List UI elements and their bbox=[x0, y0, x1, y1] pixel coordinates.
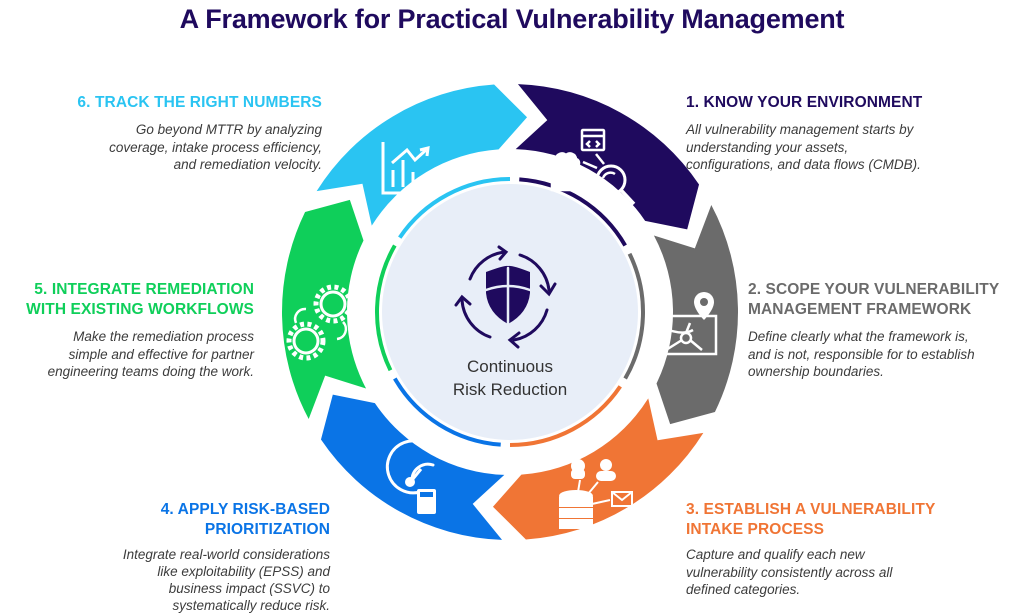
step-6-heading: 6. TRACK THE RIGHT NUMBERS bbox=[77, 94, 322, 111]
inner-arc-2 bbox=[623, 252, 645, 380]
ring-segment-3 bbox=[492, 398, 704, 540]
asset-discovery-magnifier-icon bbox=[550, 128, 636, 206]
desc-line: and remediation velocity. bbox=[173, 157, 322, 172]
center-label-line2: Risk Reduction bbox=[452, 380, 568, 399]
page-title: A Framework for Practical Vulnerability … bbox=[179, 4, 845, 34]
step-6: 6. TRACK THE RIGHT NUMBERS Go beyond MTT… bbox=[20, 93, 322, 174]
step-5: 5. INTEGRATE REMEDIATION WITH EXISTING W… bbox=[0, 280, 254, 381]
desc-line: business impact (SSVC) to bbox=[168, 581, 330, 596]
desc-line: Define clearly what the framework is, bbox=[748, 329, 969, 344]
step-1-heading: 1. KNOW YOUR ENVIRONMENT bbox=[686, 94, 923, 111]
desc-line: like exploitability (EPSS) and bbox=[157, 564, 330, 579]
center-label: Continuous Risk Reduction bbox=[410, 355, 610, 401]
desc-line: understanding your assets, bbox=[686, 139, 849, 155]
desc-line: coverage, intake process efficiency, bbox=[109, 139, 322, 155]
heading-line: 2. SCOPE YOUR VULNERABILITY bbox=[748, 281, 1000, 298]
step-2: 2. SCOPE YOUR VULNERABILITY MANAGEMENT F… bbox=[748, 280, 1024, 381]
desc-line: Capture and qualify each new bbox=[686, 547, 865, 562]
heading-line: MANAGEMENT FRAMEWORK bbox=[748, 301, 972, 318]
step-2-heading: 2. SCOPE YOUR VULNERABILITY MANAGEMENT F… bbox=[748, 280, 1024, 320]
step-4-heading: 4. APPLY RISK-BASED PRIORITIZATION bbox=[60, 500, 330, 540]
ring-segment-2 bbox=[653, 204, 738, 425]
step-5-description: Make the remediation process simple and … bbox=[0, 328, 254, 381]
heading-line: 4. APPLY RISK-BASED bbox=[160, 501, 330, 518]
desc-line: Go beyond MTTR by analyzing bbox=[135, 122, 322, 137]
gauge-calculator-icon bbox=[385, 439, 439, 514]
ring-segment-4 bbox=[320, 394, 505, 540]
heading-line: INTAKE PROCESS bbox=[686, 521, 825, 538]
inner-arc-5 bbox=[375, 244, 397, 372]
inner-arc-3 bbox=[509, 385, 622, 447]
step-4-description: Integrate real-world considerations like… bbox=[60, 546, 330, 614]
step-3: 3. ESTABLISH A VULNERABILITY INTAKE PROC… bbox=[686, 500, 996, 599]
step-5-heading: 5. INTEGRATE REMEDIATION WITH EXISTING W… bbox=[0, 280, 254, 320]
desc-line: defined categories. bbox=[686, 582, 801, 597]
heading-line: PRIORITIZATION bbox=[204, 521, 330, 538]
desc-line: and is not, responsible for to establish bbox=[748, 346, 975, 362]
chart-clock-icon bbox=[381, 142, 442, 195]
center-label-line1: Continuous bbox=[466, 357, 553, 376]
desc-line: Integrate real-world considerations bbox=[122, 547, 330, 562]
desc-line: simple and effective for partner bbox=[68, 346, 254, 362]
step-3-description: Capture and qualify each new vulnerabili… bbox=[686, 546, 996, 599]
desc-line: engineering teams doing the work. bbox=[47, 364, 254, 379]
desc-line: ownership boundaries. bbox=[748, 364, 884, 379]
step-1: 1. KNOW YOUR ENVIRONMENT All vulnerabili… bbox=[686, 93, 1016, 174]
step-4: 4. APPLY RISK-BASED PRIORITIZATION Integ… bbox=[60, 500, 330, 614]
database-intake-icon bbox=[559, 459, 633, 529]
inner-arc-6 bbox=[398, 177, 511, 239]
ring-segment-5 bbox=[282, 199, 367, 420]
step-6-description: Go beyond MTTR by analyzing coverage, in… bbox=[20, 121, 322, 174]
desc-line: configurations, and data flows (CMDB). bbox=[686, 157, 921, 172]
gears-workflow-icon bbox=[286, 284, 353, 361]
step-2-description: Define clearly what the framework is, an… bbox=[748, 328, 1024, 381]
step-1-description: All vulnerability management starts by u… bbox=[686, 121, 1016, 174]
ring-segments bbox=[282, 84, 738, 540]
heading-line: 3. ESTABLISH A VULNERABILITY bbox=[686, 501, 936, 518]
ring-segment-1 bbox=[515, 84, 700, 230]
heading-line: 5. INTEGRATE REMEDIATION bbox=[34, 281, 254, 298]
heading-line: WITH EXISTING WORKFLOWS bbox=[26, 301, 254, 318]
shield-cycle-icon bbox=[454, 245, 557, 349]
desc-line: systematically reduce risk. bbox=[172, 598, 330, 613]
desc-line: Make the remediation process bbox=[73, 329, 254, 344]
desc-line: All vulnerability management starts by bbox=[686, 122, 914, 137]
inner-arc-1 bbox=[519, 177, 627, 247]
desc-line: vulnerability consistently across all bbox=[686, 564, 893, 580]
map-pin-icon bbox=[659, 292, 718, 356]
step-3-heading: 3. ESTABLISH A VULNERABILITY INTAKE PROC… bbox=[686, 500, 996, 540]
inner-color-arcs bbox=[375, 177, 645, 447]
inner-arc-4 bbox=[393, 377, 501, 447]
